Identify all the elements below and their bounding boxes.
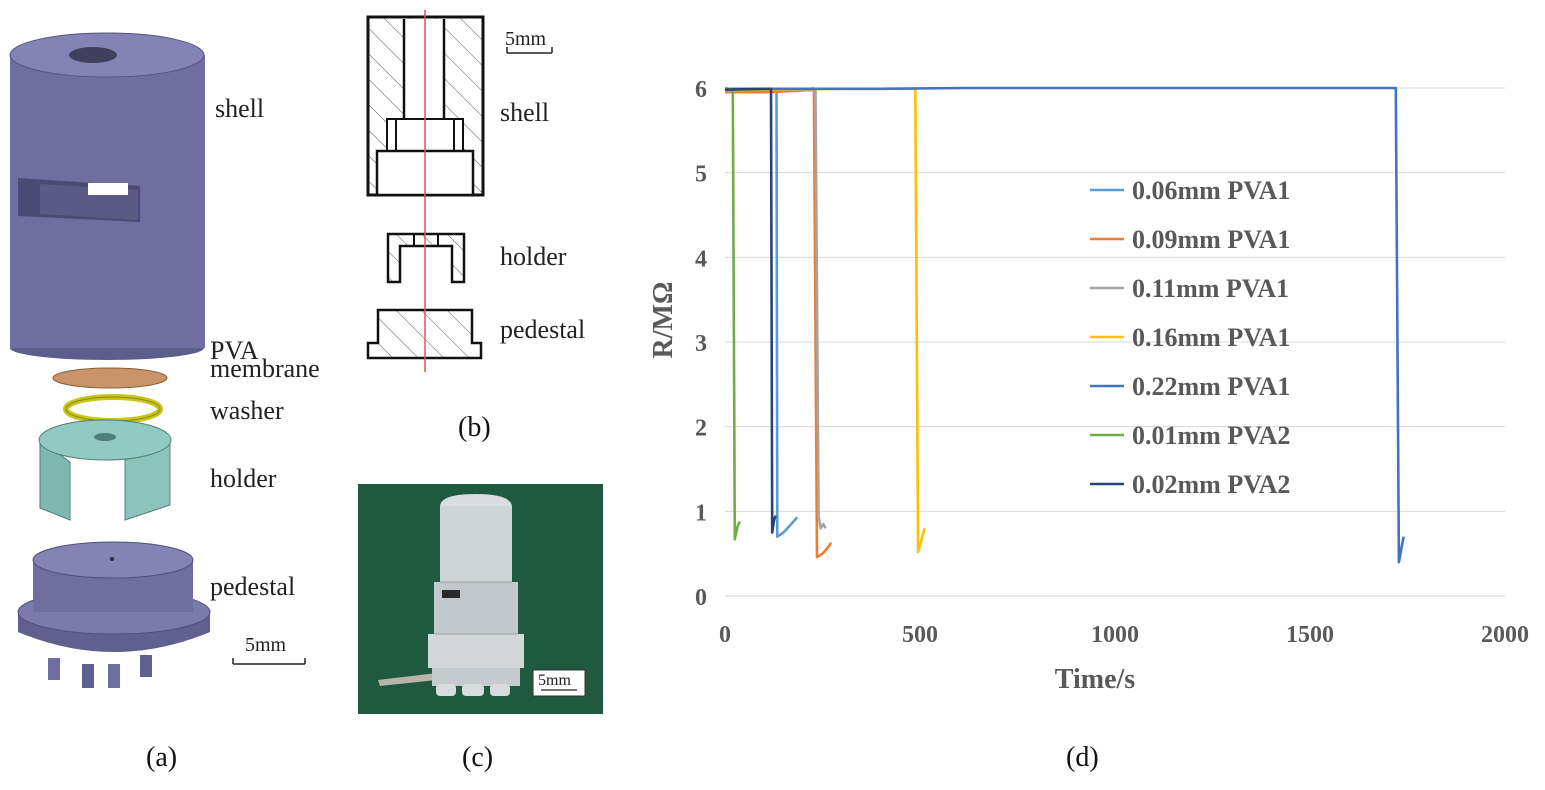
series-line	[724, 87, 777, 534]
y-tick-label: 0	[695, 585, 707, 611]
scale-label: 5mm	[505, 28, 547, 50]
y-tick-label: 4	[695, 246, 707, 272]
panel-a: shell PVA membrane washer holder pedesta…	[0, 0, 340, 790]
y-tick-label: 5	[695, 162, 707, 188]
series-line	[724, 87, 799, 538]
y-tick-label: 6	[695, 77, 707, 103]
series-line	[724, 86, 827, 530]
label-washer: washer	[210, 396, 284, 425]
resistance-time-chart: 0 1 2 3 4 5 6 0 500 1000 1500 2000 0.06mm PVA1 0.09m…	[648, 77, 1529, 695]
panel-d: 0 1 2 3 4 5 6 0 500 1000 1500 2000 0.06mm PVA1 0.09m…	[630, 0, 1545, 790]
holder-section	[386, 232, 466, 284]
x-tick-label: 0	[719, 622, 731, 648]
label-holder: holder	[500, 242, 567, 271]
legend-entry: 0.01mm PVA2	[1132, 421, 1290, 450]
cross-section-drawing	[366, 10, 553, 372]
label-holder: holder	[210, 464, 277, 493]
series-line	[725, 86, 1405, 564]
series-line	[724, 87, 926, 554]
pedestal-part	[17, 541, 211, 688]
y-tick-label: 3	[695, 331, 707, 357]
legend-entry: 0.06mm PVA1	[1132, 176, 1290, 205]
shell-part	[9, 32, 205, 360]
label-membrane: membrane	[210, 354, 320, 383]
label-pedestal: pedestal	[210, 572, 296, 601]
y-axis-label: R/MΩ	[648, 282, 679, 359]
legend-entry: 0.11mm PVA1	[1132, 274, 1289, 303]
y-tick-label: 2	[695, 416, 707, 442]
legend-entry: 0.16mm PVA1	[1132, 323, 1290, 352]
caption-b: (b)	[458, 412, 491, 443]
x-tick-label: 1500	[1286, 622, 1334, 648]
device-photo	[358, 484, 603, 714]
scale-box	[532, 669, 586, 697]
label-pva: PVA	[210, 336, 259, 365]
holder-part	[38, 419, 172, 521]
legend-entry: 0.02mm PVA2	[1132, 470, 1290, 499]
x-tick-label: 500	[902, 622, 938, 648]
x-tick-label: 2000	[1481, 622, 1529, 648]
legend-entry: 0.09mm PVA1	[1132, 225, 1290, 254]
scale-label: 5mm	[538, 672, 571, 689]
caption-d: (d)	[1066, 742, 1099, 773]
legend-entry: 0.22mm PVA1	[1132, 372, 1290, 401]
scale-bar	[506, 47, 553, 54]
scale-bar	[232, 658, 306, 665]
scale-label: 5mm	[245, 634, 287, 656]
label-shell: shell	[215, 94, 265, 123]
caption-c: (c)	[462, 742, 494, 773]
exploded-assembly-drawing	[9, 32, 306, 688]
y-tick-label: 1	[695, 500, 707, 526]
pva-membrane-part	[52, 367, 168, 389]
washer-part	[63, 394, 163, 424]
panel-c: 5mm (c)	[358, 484, 603, 773]
label-pedestal: pedestal	[500, 315, 586, 344]
label-shell: shell	[500, 98, 550, 127]
caption-a: (a)	[146, 742, 178, 773]
x-tick-label: 1000	[1091, 622, 1139, 648]
x-axis-label: Time/s	[1055, 664, 1135, 695]
series-line	[724, 86, 741, 541]
panel-b: 5mm shell holder pedestal (b)	[340, 0, 630, 460]
